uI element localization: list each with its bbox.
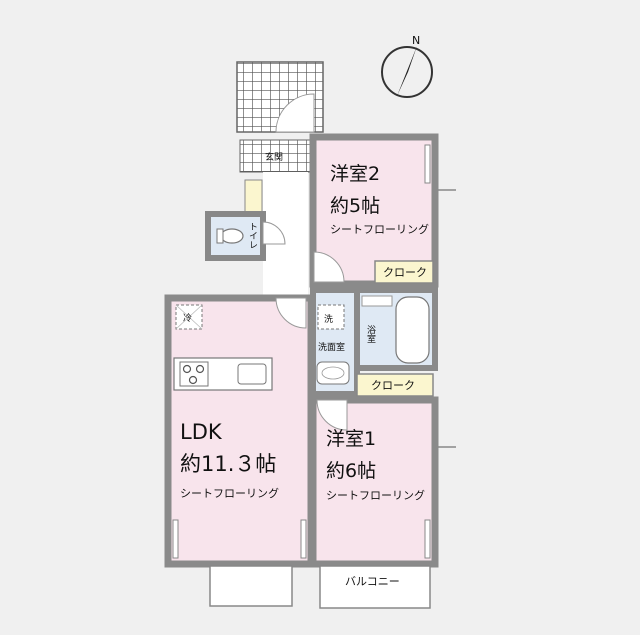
compass-north-label: N	[412, 34, 420, 47]
ldk-door-swing	[275, 297, 307, 329]
toilet-tank-icon	[216, 228, 224, 244]
ldk-room	[164, 294, 315, 568]
ldk-window-left	[172, 519, 179, 559]
toilet-bowl-icon	[220, 228, 244, 244]
western1-door-swing	[316, 399, 348, 431]
western2-door-swing	[313, 251, 345, 283]
closet-upper-label: クローク	[383, 266, 427, 279]
ldk-balcony-step	[209, 565, 293, 607]
western1-name: 洋室1	[326, 428, 376, 450]
balcony	[319, 565, 431, 609]
bathtub-icon	[395, 296, 430, 364]
bath-label: 浴室	[365, 325, 376, 343]
western2-window	[424, 144, 431, 184]
kitchen-sink-icon	[237, 363, 267, 385]
western1-window	[424, 519, 431, 559]
compass-circle	[381, 46, 433, 98]
ldk-window-right	[300, 519, 307, 559]
closet-lower	[356, 373, 434, 397]
washroom-label: 洗面室	[318, 341, 345, 353]
laundry-label: 洗	[324, 313, 333, 325]
closet-upper	[374, 260, 434, 284]
compass-arrow-icon	[397, 46, 417, 96]
toilet-label: トイレ	[247, 222, 258, 249]
entrance-label: 玄関	[265, 151, 283, 163]
entry-door-swing	[275, 93, 315, 133]
balcony-label: バルコニー	[345, 575, 400, 588]
washing-machine-space	[317, 304, 345, 330]
western2-name: 洋室2	[330, 163, 380, 185]
shoe-box	[244, 179, 263, 213]
fridge-cross	[175, 304, 203, 330]
western2-size: 約5帖	[330, 195, 380, 217]
compass: N	[381, 34, 433, 98]
ldk-name: LDK	[180, 420, 223, 444]
fridge-label: 冷	[183, 312, 192, 324]
wash-basin-bowl-icon	[321, 366, 345, 380]
ldk-size: 約11.３帖	[180, 452, 276, 476]
stove-icon	[179, 361, 209, 387]
western2-floor: シートフローリング	[330, 222, 429, 236]
western1-floor: シートフローリング	[326, 488, 425, 502]
ldk-floor: シートフローリング	[180, 486, 279, 500]
western1-size: 約6帖	[326, 460, 376, 482]
toilet-door-swing	[262, 221, 286, 245]
closet-lower-label: クローク	[371, 379, 415, 392]
bath-counter	[361, 295, 393, 307]
